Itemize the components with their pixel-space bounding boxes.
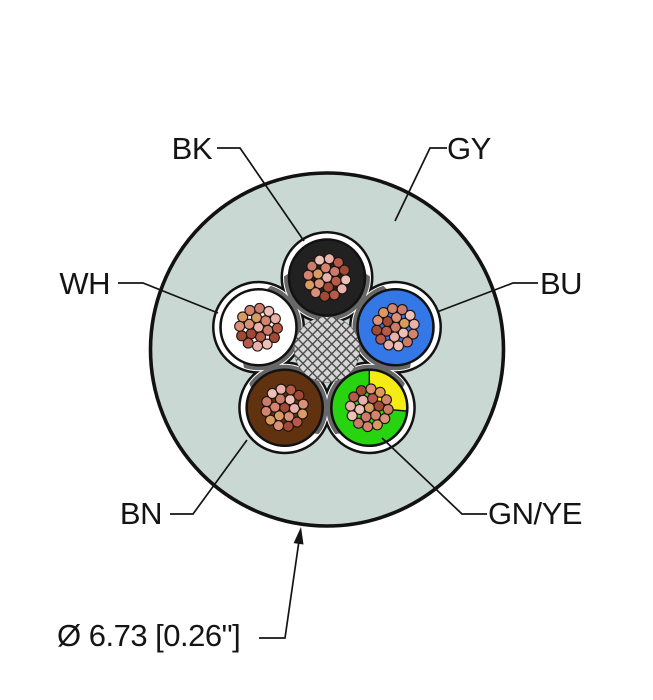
copper-strand [383, 339, 395, 351]
leader-line-bu [436, 282, 538, 313]
copper-strand [380, 394, 392, 406]
copper-strand [328, 289, 340, 301]
copper-strand [285, 384, 297, 396]
copper-strand [352, 417, 365, 429]
copper-strand [388, 331, 401, 343]
leader-line-bk [217, 147, 305, 242]
copper-strand [282, 420, 294, 432]
copper-strand [306, 260, 318, 272]
copper-strand [329, 265, 341, 278]
copper-strand [314, 254, 326, 266]
copper-strand [263, 305, 275, 317]
leader-line-diameter [259, 541, 300, 639]
leader-line-bn [170, 439, 248, 515]
copper-strand [272, 420, 285, 432]
copper-strand [236, 330, 248, 342]
copper-strand [268, 331, 280, 344]
leader-line-gy [394, 147, 447, 222]
conductor-wh [219, 287, 298, 367]
copper-strand [338, 264, 350, 276]
label-brown-conductor: BN [119, 496, 163, 531]
copper-strand [323, 253, 335, 265]
copper-strand [357, 394, 369, 406]
copper-strand [242, 337, 254, 349]
copper-strand [266, 387, 278, 400]
copper-strand [386, 303, 399, 315]
copper-strand [348, 391, 360, 403]
copper-strand [362, 421, 374, 433]
copper-strand [288, 402, 301, 414]
copper-strand [264, 414, 276, 426]
copper-strand [304, 279, 316, 291]
copper-strand [234, 320, 246, 332]
copper-strand [401, 336, 413, 348]
label-gray-jacket: GY [447, 131, 491, 166]
copper-strand [404, 309, 416, 321]
copper-strand [346, 410, 358, 422]
conductor-gn-ye [330, 368, 409, 448]
copper-strand [302, 269, 314, 281]
copper-strand [297, 398, 309, 410]
copper-strand [336, 283, 348, 295]
copper-strand [408, 318, 420, 330]
copper-strand [237, 311, 249, 323]
copper-strand [371, 419, 383, 431]
copper-strand [271, 322, 283, 334]
copper-strand [390, 311, 403, 324]
copper-strand [372, 314, 384, 327]
copper-strand [319, 290, 331, 302]
leader-line-wh [118, 282, 219, 314]
copper-strand [392, 340, 404, 352]
copper-strand [251, 340, 264, 352]
copper-strand [340, 274, 352, 286]
copper-strand [244, 304, 256, 316]
copper-strand [293, 389, 305, 401]
copper-strand [375, 333, 387, 345]
label-black-conductor: BK [171, 131, 213, 166]
copper-strand [296, 408, 309, 420]
copper-strand [371, 324, 383, 336]
copper-strand [344, 400, 357, 412]
copper-strand [269, 313, 281, 325]
copper-strand [291, 416, 303, 428]
copper-strand [355, 385, 367, 397]
conductor-bn [245, 368, 324, 448]
copper-strand [260, 315, 272, 327]
copper-strand [269, 401, 281, 413]
copper-strand [275, 383, 287, 395]
conductor-bu [356, 287, 435, 367]
arrowhead [293, 527, 304, 545]
leader-line-gnye [381, 437, 487, 515]
copper-strand [245, 328, 257, 340]
conductor-bk [287, 238, 367, 317]
copper-strand [396, 304, 408, 316]
copper-strand [313, 277, 325, 290]
copper-strand [260, 405, 272, 417]
copper-strand [370, 409, 382, 421]
copper-strand [261, 396, 273, 408]
copper-strand [253, 302, 266, 314]
label-white-conductor: WH [59, 266, 110, 301]
copper-strand [365, 383, 377, 395]
label-green-yellow-conductor: GN/YE [488, 496, 582, 531]
copper-strand [332, 256, 344, 268]
label-blue-conductor: BU [540, 266, 583, 301]
copper-strand [310, 287, 322, 299]
copper-strand [374, 386, 386, 398]
label-outer-diameter: Ø 6.73 [0.26"] [57, 618, 241, 653]
copper-strand [378, 307, 390, 319]
copper-strand [382, 403, 394, 415]
